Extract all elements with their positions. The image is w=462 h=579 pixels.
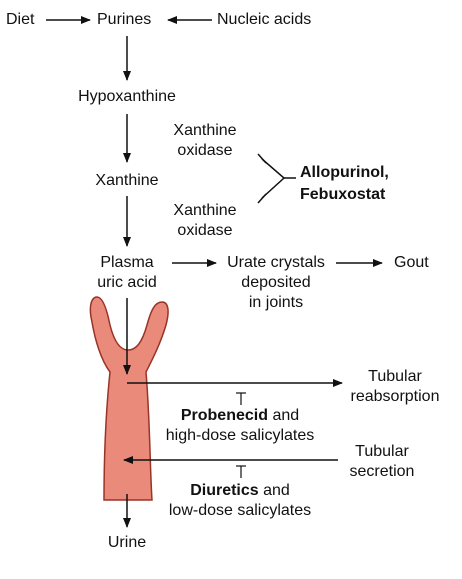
high-dose-salicylates-label: high-dose salicylates — [165, 427, 315, 444]
plasma-label: Plasma — [100, 254, 154, 271]
inhibition-symbol-secretion — [236, 465, 246, 478]
urate-crystals-line3: in joints — [248, 294, 304, 311]
diuretics-drug-label: Diuretics — [190, 482, 259, 499]
urate-crystals-line1: Urate crystals — [227, 254, 325, 271]
inhibition-bar-upper — [257, 153, 267, 164]
renal-tubule-shape — [89, 296, 169, 501]
drug-allopurinol-label: Allopurinol, — [300, 164, 389, 181]
gout-label: Gout — [394, 254, 429, 271]
urate-crystals-line2: deposited — [241, 274, 311, 291]
xanthine-oxidase-upper-line2: oxidase — [177, 142, 233, 159]
nucleic-acids-label: Nucleic acids — [217, 11, 312, 28]
xanthine-oxidase-lower-line1: Xanthine — [173, 202, 237, 219]
probenecid-drug-label: Probenecid — [180, 407, 268, 424]
xanthine-label: Xanthine — [95, 172, 159, 189]
xanthine-oxidase-upper-line1: Xanthine — [173, 122, 237, 139]
tubular-secretion-line2: secretion — [349, 463, 415, 480]
inhibition-bar-lower — [257, 193, 267, 204]
hypoxanthine-label: Hypoxanthine — [78, 88, 176, 105]
urine-label: Urine — [107, 534, 147, 551]
inhibition-symbol-reabsorption — [236, 392, 246, 405]
purines-label: Purines — [97, 11, 152, 28]
diet-label: Diet — [6, 11, 35, 28]
tubular-reabsorption-line2: reabsorption — [350, 388, 440, 405]
tubular-secretion-line1: Tubular — [355, 443, 409, 460]
probenecid-line: Probenecid and — [150, 406, 330, 426]
diuretics-and-text: and — [258, 482, 290, 499]
tubular-reabsorption-line1: Tubular — [368, 368, 422, 385]
inhibition-bracket — [261, 158, 286, 199]
drug-febuxostat-label: Febuxostat — [300, 186, 386, 203]
probenecid-and-text: and — [268, 407, 300, 424]
uric-acid-label: uric acid — [97, 274, 157, 291]
low-dose-salicylates-label: low-dose salicylates — [168, 502, 312, 519]
xanthine-oxidase-lower-line2: oxidase — [177, 222, 233, 239]
diuretics-line: Diuretics and — [150, 481, 330, 501]
